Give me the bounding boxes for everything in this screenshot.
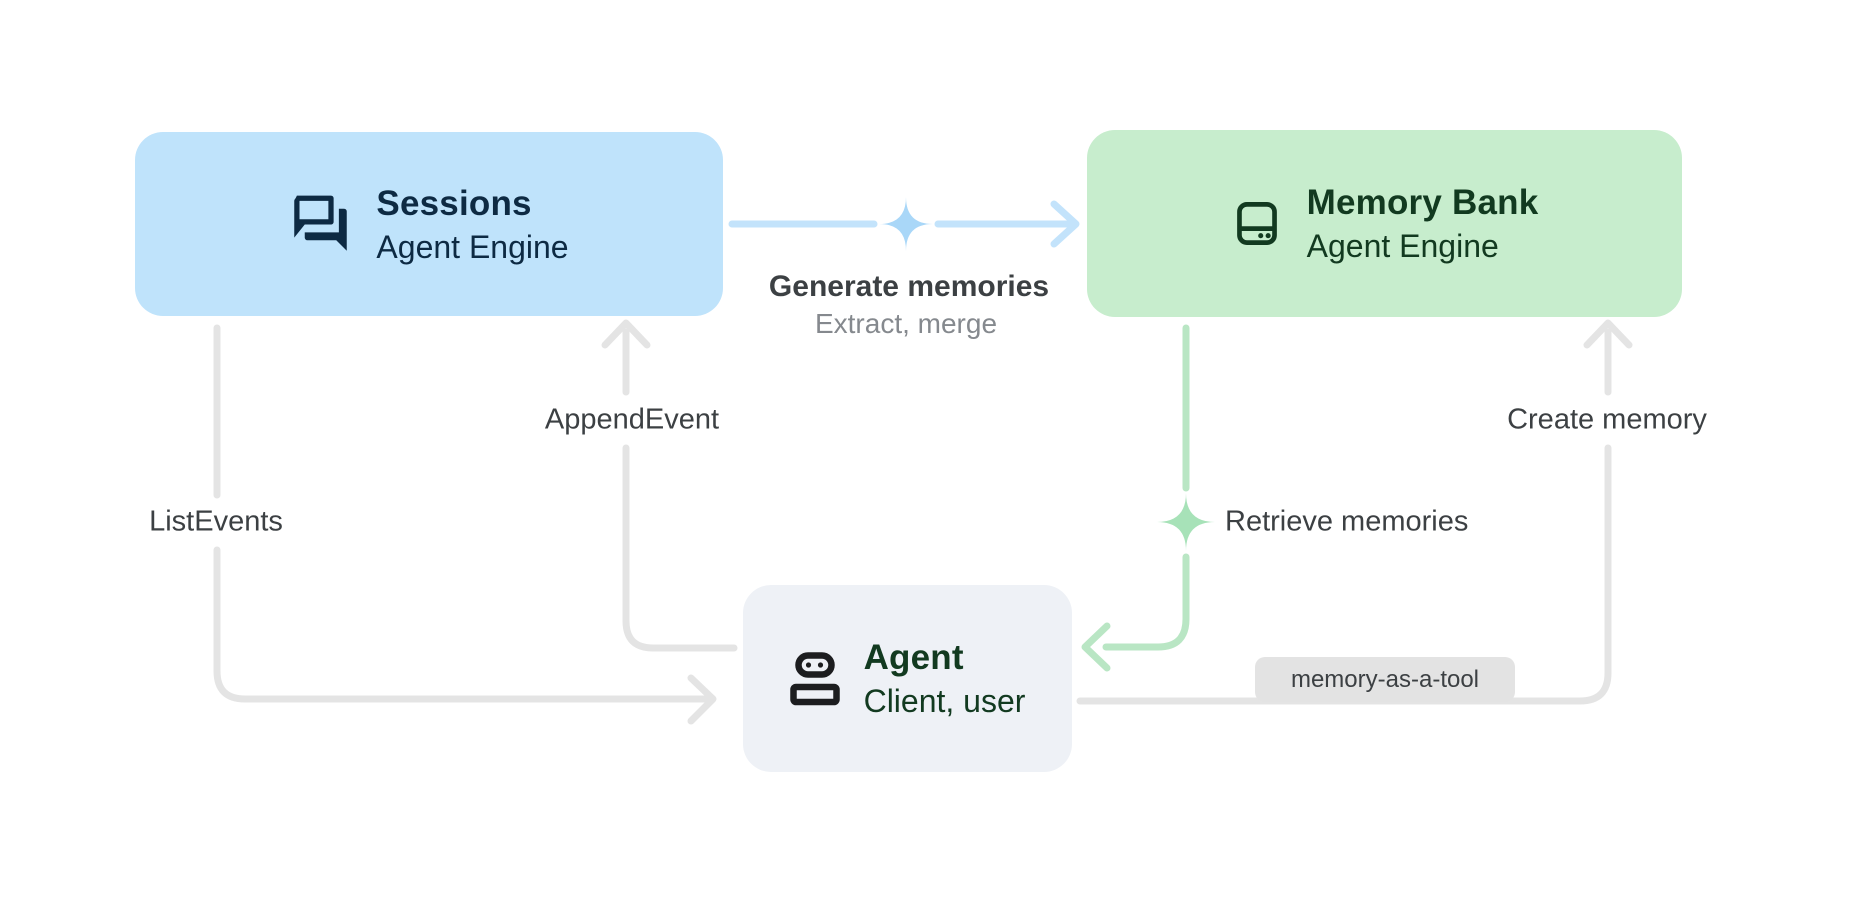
append-line-lower xyxy=(622,444,738,652)
arrowhead-right-icon xyxy=(687,674,717,725)
badge-label: memory-as-a-tool xyxy=(1290,665,1480,693)
node-title: Agent xyxy=(863,638,964,677)
arrowhead-up-icon xyxy=(601,319,651,349)
node-memory-bank: Memory Bank Agent Engine xyxy=(1087,130,1682,317)
sessions-text-block: Sessions Agent Engine xyxy=(376,181,568,268)
agent-text-block: Agent Client, user xyxy=(864,635,1026,722)
node-agent: Agent Client, user xyxy=(743,585,1072,772)
chat-forum-icon xyxy=(294,195,348,251)
edge-append-event xyxy=(601,319,738,652)
node-title: Memory Bank xyxy=(1306,183,1539,222)
sparkle-icon xyxy=(1157,493,1215,551)
sparkle-icon xyxy=(879,197,933,251)
node-subtitle: Agent Engine xyxy=(1306,228,1499,264)
edge-list-events xyxy=(213,324,717,725)
edge-label-retrieve-memories: Retrieve memories xyxy=(1225,505,1469,538)
create-line-lower xyxy=(1076,444,1612,705)
edge-create-memory xyxy=(1076,319,1633,705)
edge-retrieve-memories xyxy=(1081,324,1190,672)
node-subtitle: Agent Engine xyxy=(376,228,569,265)
edge-label-list-events: ListEvents xyxy=(149,505,283,538)
edge-label-append-event: AppendEvent xyxy=(544,403,720,436)
node-sessions: Sessions Agent Engine xyxy=(135,132,723,316)
arrowhead-right-icon xyxy=(1050,200,1080,248)
retrieve-line-lower xyxy=(1102,553,1190,651)
node-subtitle: Client, user xyxy=(863,683,1026,719)
robot-icon xyxy=(789,651,840,705)
memory-text-block: Memory Bank Agent Engine xyxy=(1307,180,1539,267)
list-line-lower xyxy=(213,546,714,703)
edge-label-create-memory: Create memory xyxy=(1507,403,1707,436)
edge-sublabel-extract-merge: Extract, merge xyxy=(814,308,998,339)
memory-as-a-tool-badge: memory-as-a-tool xyxy=(1255,657,1515,702)
edge-label-generate-memories: Generate memories xyxy=(768,270,1050,303)
arrowhead-up-icon xyxy=(1583,319,1633,349)
node-title: Sessions xyxy=(376,183,532,223)
arrowhead-left-icon xyxy=(1081,622,1111,672)
memory-storage-icon xyxy=(1236,202,1277,245)
edge-generate-memories xyxy=(728,200,1080,248)
